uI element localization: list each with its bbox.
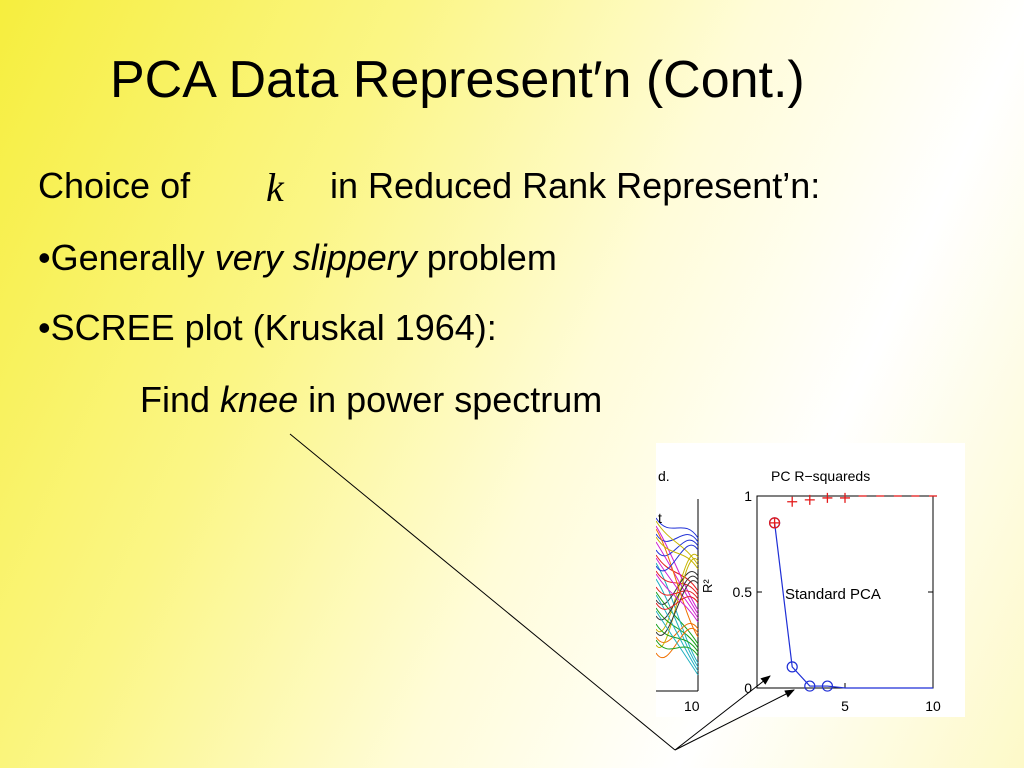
slide-title: PCA Data Represent′n (Cont.) [110,51,805,109]
choice-line: Choice of [38,164,190,208]
left-panel-fragment-mid: t [658,510,662,526]
y-tick-label: 1 [744,488,752,504]
choice-suffix: in Reduced Rank Represent’n: [330,165,821,206]
find-pre: Find [140,379,221,420]
left-panel-curve [656,610,699,676]
y-axis-label: R² [700,579,715,593]
left-panel-curve [656,594,699,672]
left-panel-curves [656,499,699,692]
scree-plot: d. t 10 PC R−squareds R² Standard PCA 10… [656,468,941,714]
data-point-circle [821,680,833,692]
knee-text: knee [220,379,299,420]
y-tick-label: 0 [744,680,752,696]
pointer-line [289,433,676,751]
find-knee-line: Find knee in power spectrum [140,378,602,422]
bullet-generally: •Generally very slippery problem [38,236,557,280]
x-tick-label: 10 [925,698,941,714]
choice-prefix: Choice of [38,165,191,206]
bullet-generally-pre: •Generally [38,237,215,278]
find-post: in power spectrum [298,379,603,420]
plot-title: PC R−squareds [771,468,870,484]
bullet-generally-post: problem [416,237,557,278]
very-slippery-text: very slippery [214,237,417,278]
plot-area: 1 0.5 0 5 10 [733,488,941,714]
x-tick-label: 5 [841,698,849,714]
series-line-individual [774,522,933,689]
data-point-circle [804,680,816,692]
cumulative-plus-marker [769,517,780,528]
bullet-scree: •SCREE plot (Kruskal 1964): [38,307,497,348]
left-panel-xtick: 10 [684,698,700,714]
cumulative-plus-marker [822,492,833,503]
left-panel-curve [656,517,699,539]
cumulative-plus-marker [840,492,850,503]
data-point-circle [786,661,798,673]
standard-pca-annotation: Standard PCA [785,586,881,603]
left-panel-fragment-top: d. [658,468,670,484]
cumulative-plus-marker [804,494,815,505]
cumulative-first-circle [768,517,781,529]
cumulative-plus-marker [787,496,798,507]
k-symbol: k [266,165,284,210]
y-tick-label: 0.5 [733,584,753,600]
